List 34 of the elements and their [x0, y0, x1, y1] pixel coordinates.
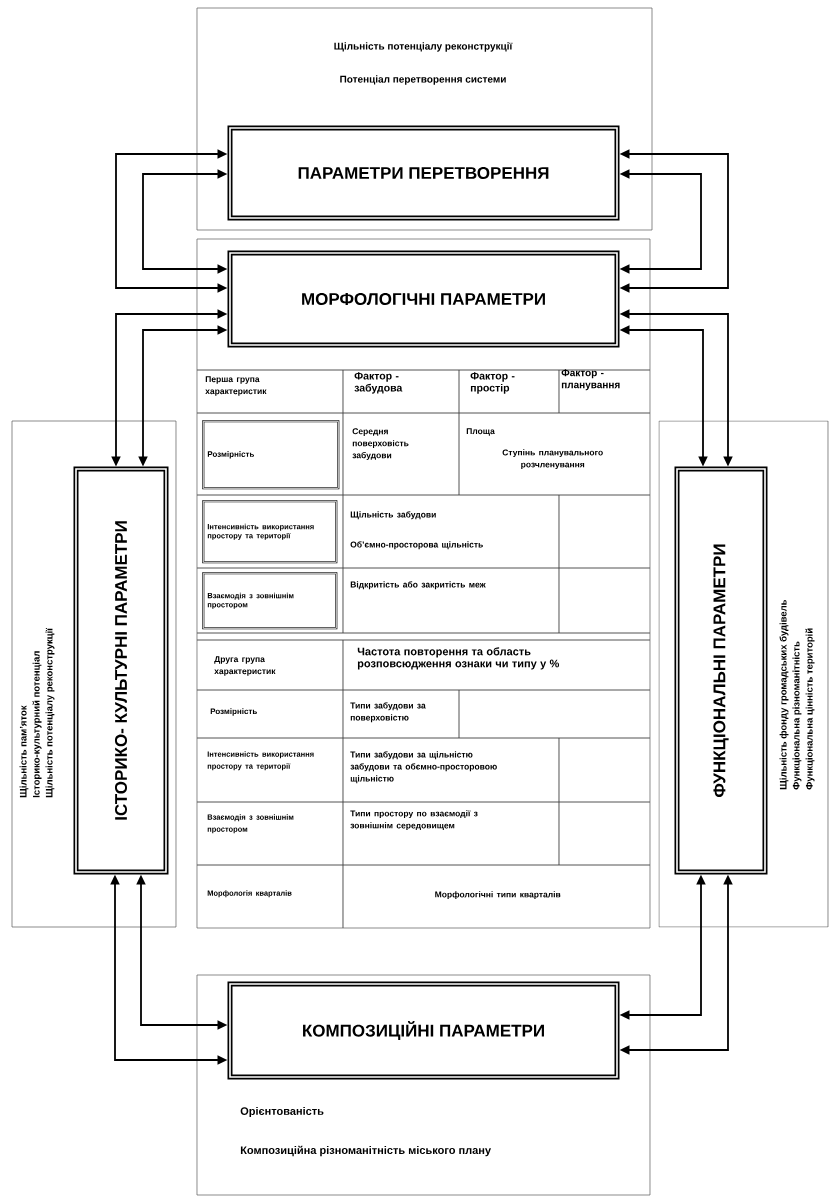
table-text: Щільність забудови — [350, 511, 436, 520]
parameter-box: КОМПОЗИЦІЙНІ ПАРАМЕТРИ — [227, 981, 620, 1080]
parameter-text: Орієнтованість — [240, 1106, 324, 1118]
table-text: Середня поверховість забудови — [352, 428, 409, 460]
characteristic-box: Розмірність — [202, 420, 340, 490]
parameter-box: ІСТОРИКО- КУЛЬТУРНІ ПАРАМЕТРИ — [73, 466, 169, 875]
table-text: Типи забудови за поверховістю — [350, 702, 426, 723]
parameter-text: Щільність пам’яток — [19, 705, 29, 798]
table-text: Частота повторення та область розповсюдження ознаки чи типу у % — [357, 647, 560, 670]
parameter-text: Щільність потенціалу реконструкції — [334, 42, 513, 52]
parameter-text: Функціональна різноманітність — [792, 641, 802, 790]
table-text: Фактор - забудова — [354, 372, 403, 394]
parameter-text: Потенціал перетворення системи — [340, 75, 506, 85]
table-text: Ступінь планувального розчленування — [502, 449, 603, 470]
parameter-text: Історико-культурний потенціал — [32, 651, 42, 798]
parameter-text: Щільність потенціалу реконструкції — [45, 628, 55, 798]
table-text: Друга група характеристик — [214, 656, 276, 676]
parameter-text: Функціональна цінність територій — [805, 628, 815, 790]
table-text: Об’ємно-просторова щільність — [350, 541, 483, 550]
parameter-text: Щільність фонду громадських будівель — [779, 599, 789, 790]
parameter-box: ПАРАМЕТРИ ПЕРЕТВОРЕННЯ — [227, 125, 620, 221]
table-text: Розмірність — [210, 708, 257, 716]
table-text: Перша група характеристик — [205, 376, 267, 396]
table-text: Фактор - планування — [561, 369, 620, 391]
panel — [196, 238, 651, 929]
table-text: Фактор - простір — [470, 372, 515, 394]
parameter-box: МОРФОЛОГІЧНІ ПАРАМЕТРИ — [227, 250, 620, 348]
table-text: Відкритість або закритість меж — [350, 581, 486, 590]
table-text: Морфологічні типи кварталів — [435, 891, 561, 900]
table-text: Площа — [466, 428, 495, 436]
parameter-box: ФУНКЦІОНАЛЬНІ ПАРАМЕТРИ — [674, 466, 768, 875]
table-text: Типи забудови за щільністю забудови та обємно-просторовою щільністю — [350, 751, 497, 784]
table-text: Типи простору по взаємодії з зовнішнім середовищем — [350, 810, 478, 831]
parameter-text: Композиційна різноманітність міського плану — [240, 1145, 491, 1157]
